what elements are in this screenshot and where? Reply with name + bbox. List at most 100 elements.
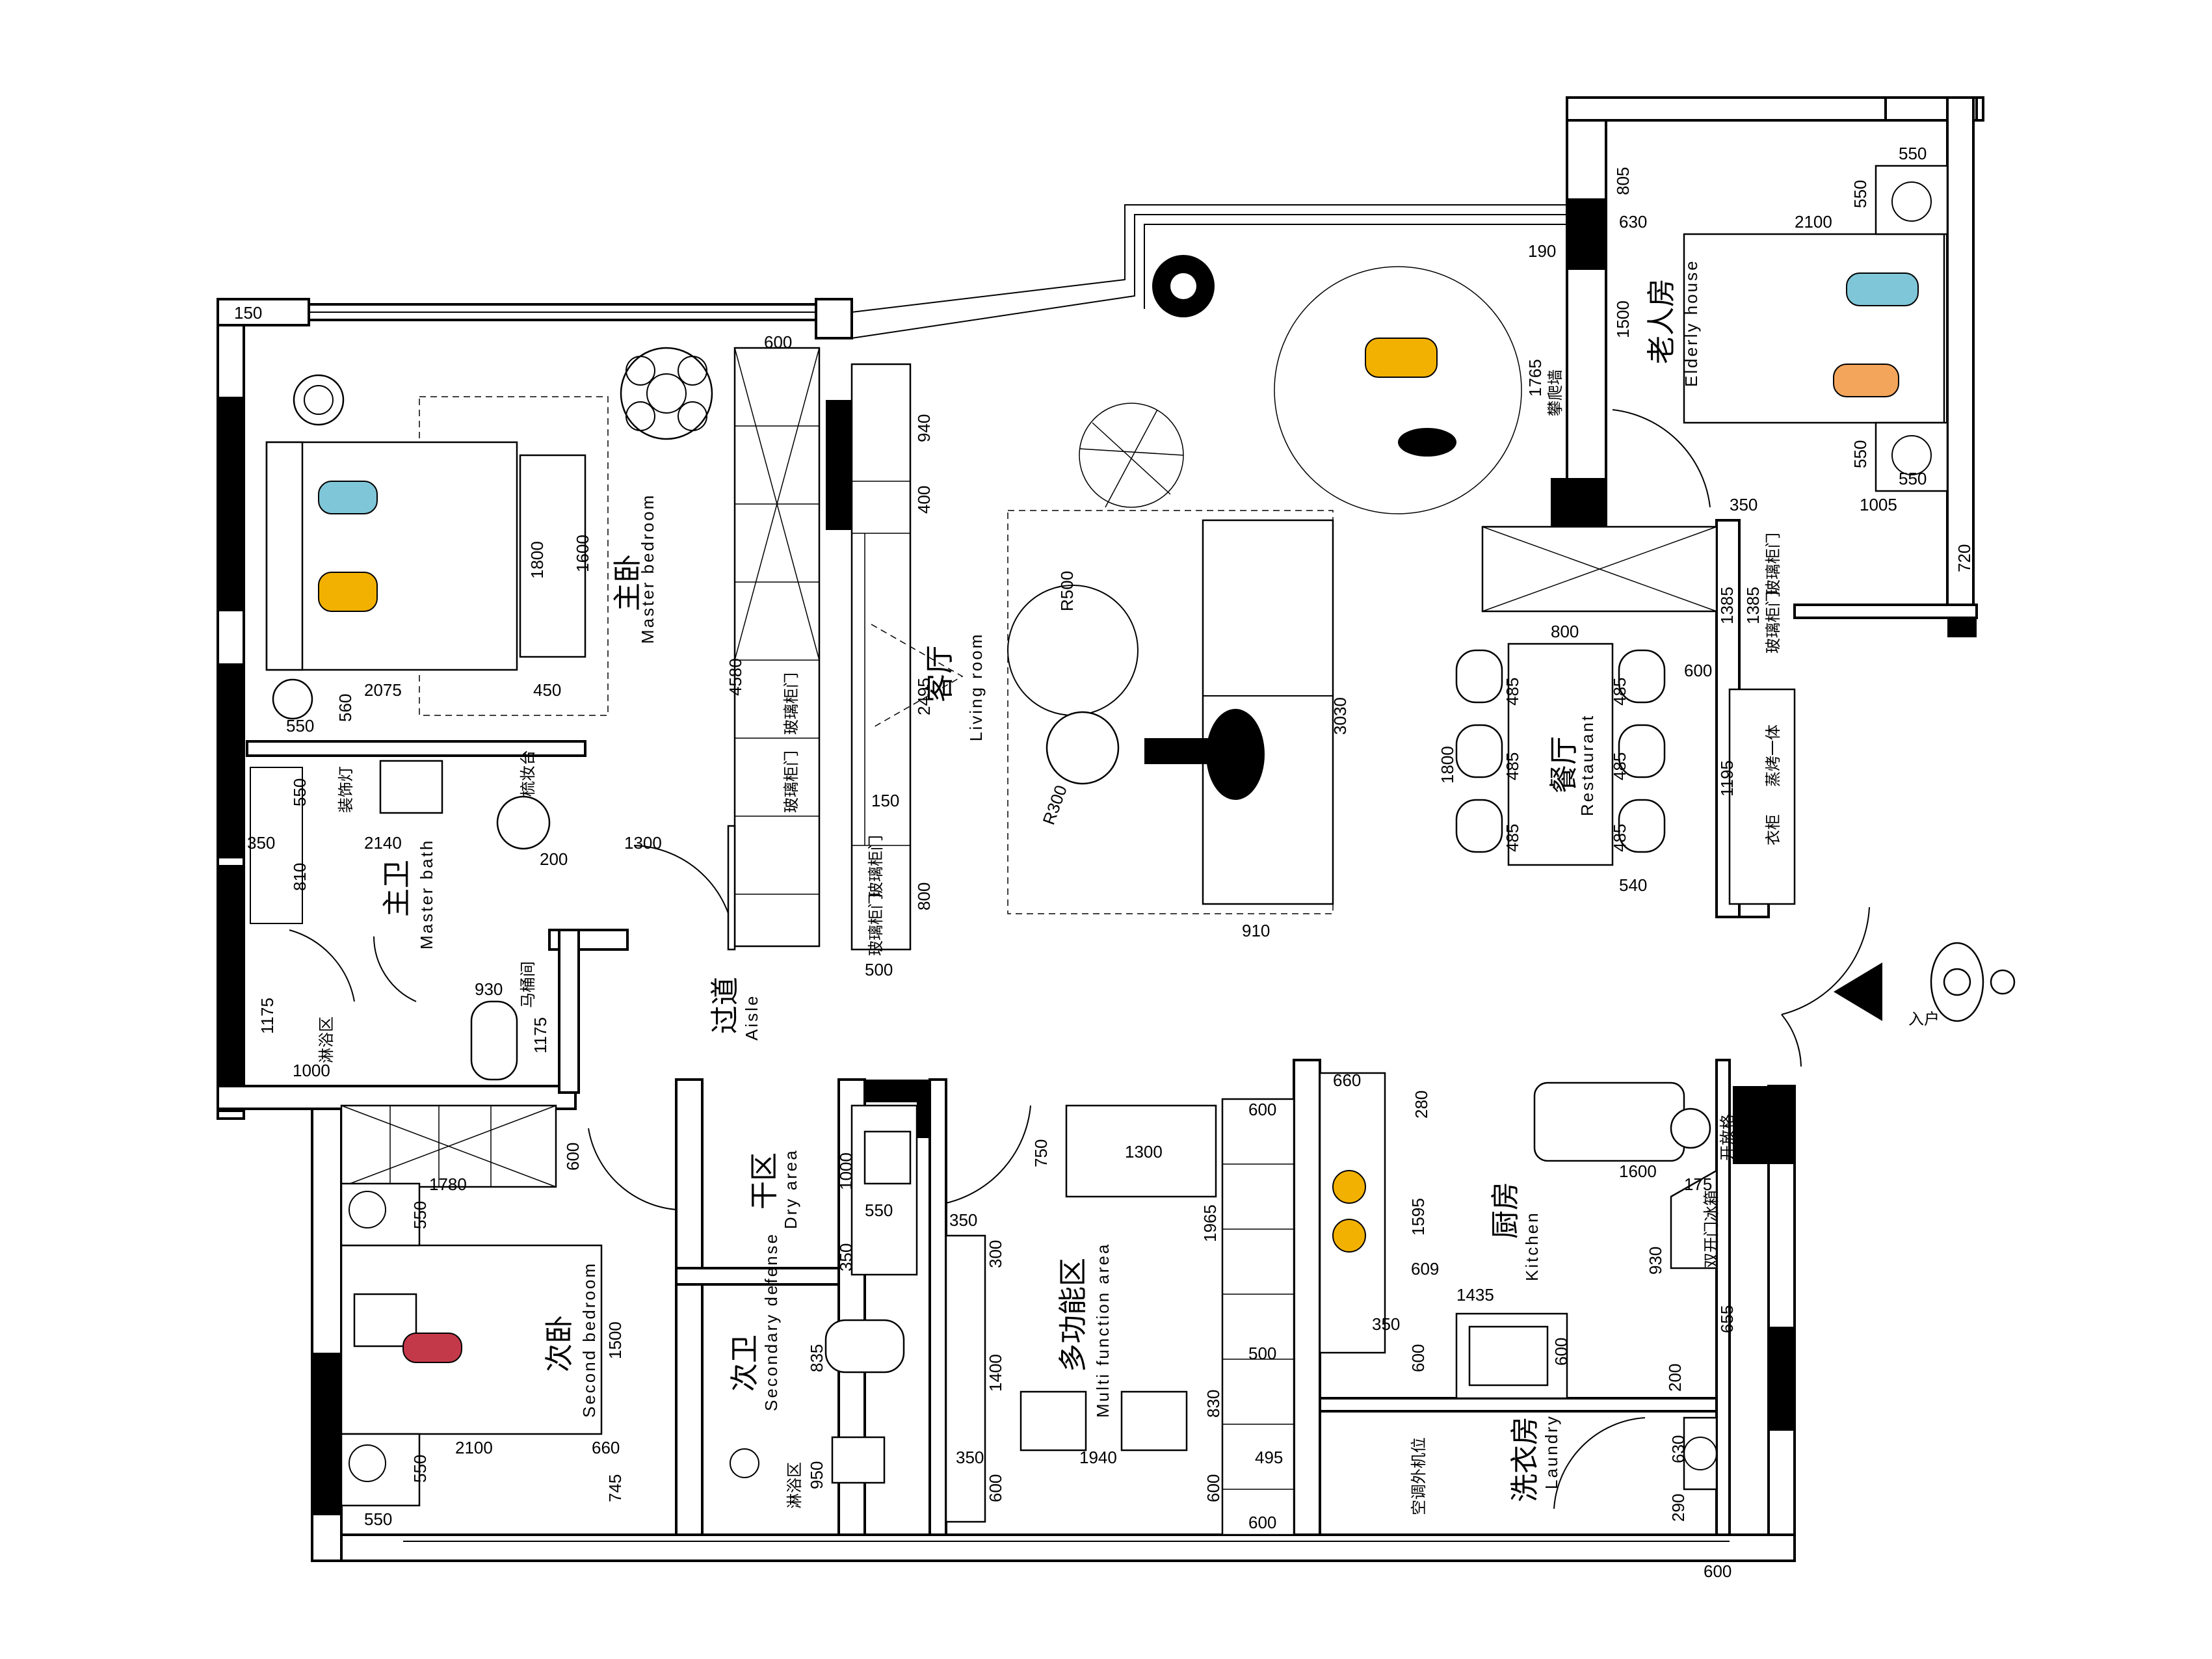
- restaurant-cn: 餐厅: [1547, 736, 1581, 793]
- dim-label: 290: [1668, 1494, 1688, 1522]
- dim-label: 1500: [1613, 300, 1633, 338]
- dim-label: 400: [914, 486, 934, 514]
- dim-label: 300: [986, 1240, 1005, 1268]
- master-bath-en: Master bath: [417, 839, 436, 949]
- dim-label: 485: [1503, 824, 1522, 852]
- dim-label: 1765: [1525, 359, 1545, 397]
- dim-label: 1175: [257, 998, 277, 1034]
- dim-label: 350: [1372, 1314, 1400, 1334]
- dim-label: 2075: [364, 680, 402, 700]
- glass-door-label: 玻璃柜门: [867, 894, 885, 956]
- open-shelf-label: 开放格: [1718, 1114, 1737, 1161]
- dim-label: 1965: [1200, 1204, 1220, 1242]
- dim-label: 930: [1646, 1247, 1665, 1275]
- dim-label: 600: [563, 1143, 583, 1171]
- dining-table: [1507, 643, 1614, 866]
- person-icon: [318, 481, 378, 514]
- dim-label: 1600: [1619, 1161, 1657, 1181]
- multi-function-en: Multi function area: [1093, 1243, 1113, 1418]
- person-icon: [1846, 272, 1919, 306]
- person-icon: [1144, 709, 1265, 800]
- dim-label: 500: [1248, 1344, 1276, 1363]
- plant-icon: [1152, 255, 1215, 317]
- person-icon: [318, 572, 378, 612]
- dim-label: 2100: [455, 1438, 493, 1457]
- dim-label: 1385: [1743, 587, 1763, 624]
- dim-label: 600: [986, 1474, 1005, 1502]
- dim-label: 950: [807, 1461, 826, 1489]
- chair-icon: [1455, 649, 1666, 853]
- climb-wall-label: 攀爬墙: [1546, 369, 1564, 416]
- dim-label: 1175: [531, 1017, 550, 1054]
- dim-label: 800: [914, 883, 934, 910]
- stove-icon: [1332, 1170, 1366, 1253]
- balcony-area: 攀爬墙 1765 190: [1274, 241, 1564, 514]
- dim-label: 805: [1613, 167, 1633, 195]
- dim-label: 600: [764, 332, 792, 352]
- living-room-cn: 客厅: [923, 645, 956, 702]
- chair-icon: [1079, 403, 1184, 508]
- dim-label: 800: [1551, 622, 1579, 641]
- glass-door-label: 玻璃柜门: [1764, 533, 1782, 595]
- dim-label: 150: [871, 791, 899, 810]
- dim-label: 1300: [1125, 1142, 1163, 1161]
- chair-icon: [1020, 1390, 1087, 1452]
- dim-label: 550: [364, 1509, 392, 1529]
- laundry-cn: 洗衣房: [1508, 1416, 1542, 1502]
- dim-label: 350: [956, 1448, 984, 1467]
- dim-label: 280: [1412, 1091, 1431, 1119]
- second-bedroom: 次卧 Second bedroom 600 1780 550 1500 2100…: [340, 1104, 625, 1529]
- dim-label: 609: [1411, 1259, 1439, 1279]
- dry-area-en: Dry area: [781, 1148, 800, 1229]
- dresser-label: 梳妆台: [519, 750, 537, 797]
- dim-label: 190: [1528, 241, 1556, 261]
- elderly-room: 老人房 Elderly house 550 805 630 2100 550 1…: [1612, 144, 1974, 572]
- dim-label: 810: [290, 863, 309, 891]
- plant-icon: [620, 347, 713, 440]
- dim-label: 550: [1850, 440, 1870, 468]
- dim-label: 745: [605, 1474, 625, 1502]
- dim-label: 350: [836, 1243, 856, 1271]
- dim-label: 750: [1031, 1139, 1051, 1167]
- dim-label: 655: [1717, 1305, 1737, 1333]
- secondary-bath-en: Secondary defense: [761, 1232, 781, 1411]
- dim-label: 1385: [1717, 587, 1737, 624]
- dim-label: 3030: [1330, 697, 1350, 735]
- sink: [1468, 1325, 1549, 1387]
- dim-label: 1400: [986, 1354, 1005, 1392]
- master-bedroom: 主卧 Master bedroom 1800 1600 2075 450 560…: [234, 303, 821, 948]
- kitchen-en: Kitchen: [1522, 1211, 1542, 1281]
- dim-label: 485: [1610, 678, 1629, 706]
- dim-label: 1500: [605, 1321, 625, 1359]
- toilet: [470, 1000, 518, 1081]
- shower-area-label: 淋浴区: [317, 1016, 336, 1063]
- aisle-en: Aisle: [742, 994, 761, 1041]
- dim-label: 1800: [1438, 746, 1457, 784]
- dim-label: 940: [914, 414, 934, 442]
- master-bed: [265, 441, 518, 671]
- dim-label: 560: [336, 694, 355, 722]
- dim-label: 4580: [726, 658, 745, 696]
- dim-label: 550: [1899, 469, 1927, 488]
- dim-label: 2140: [364, 833, 402, 853]
- dim-label: R300: [1038, 782, 1070, 827]
- steam-oven-label: 蒸烤一体: [1764, 724, 1782, 787]
- dim-label: 930: [475, 979, 503, 999]
- dim-label: 630: [1668, 1435, 1688, 1463]
- elderly-room-en: Elderly house: [1681, 259, 1701, 387]
- dim-label: 485: [1610, 752, 1629, 780]
- dim-label: 910: [1242, 921, 1270, 940]
- entrance: 入户: [1781, 907, 2016, 1067]
- dining-area: 餐厅 Restaurant 玻璃柜门 玻璃柜门 蒸烤一体 衣柜 800 1800…: [1438, 525, 1796, 905]
- secondary-bath-cn: 次卫: [728, 1334, 761, 1392]
- multi-function-cn: 多功能区: [1057, 1258, 1090, 1372]
- living-room-en: Living room: [966, 633, 986, 741]
- shelf: [1221, 1098, 1295, 1536]
- master-bedroom-en: Master bedroom: [638, 494, 657, 644]
- rug: [1007, 510, 1334, 914]
- cat-icon: [1398, 428, 1456, 457]
- dim-label: 2100: [1795, 212, 1832, 232]
- sofa: [1065, 1104, 1217, 1198]
- restaurant-en: Restaurant: [1577, 714, 1597, 816]
